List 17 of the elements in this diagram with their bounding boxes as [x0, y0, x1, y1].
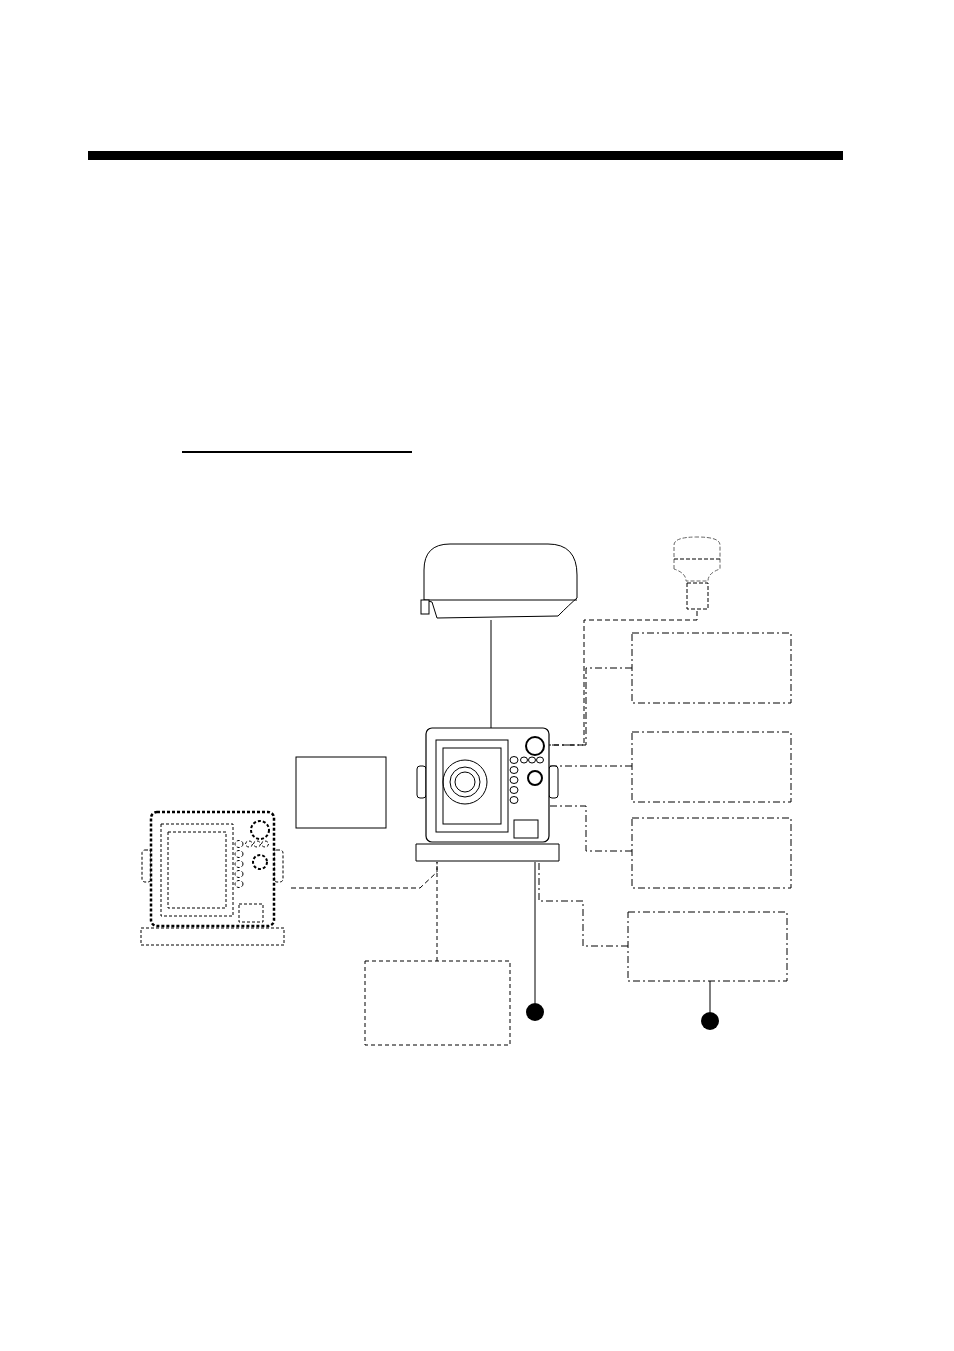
dashed-cable-line — [290, 861, 438, 889]
terminal-dot — [526, 1003, 544, 1021]
remote-display-drawing — [140, 810, 285, 946]
terminal-dot — [701, 1012, 719, 1030]
dashed-cable-line — [538, 861, 629, 947]
antenna-drawing — [673, 536, 721, 610]
empty-box — [631, 731, 792, 803]
display-unit-drawing — [415, 727, 560, 862]
empty-box — [631, 817, 792, 889]
empty-box — [627, 911, 788, 982]
empty-box — [295, 756, 387, 829]
empty-box — [364, 960, 511, 1046]
cable-line — [490, 619, 492, 729]
cable-line — [534, 861, 536, 1004]
radome-drawing — [420, 543, 578, 619]
empty-box — [631, 632, 792, 704]
cable-line — [709, 980, 711, 1013]
